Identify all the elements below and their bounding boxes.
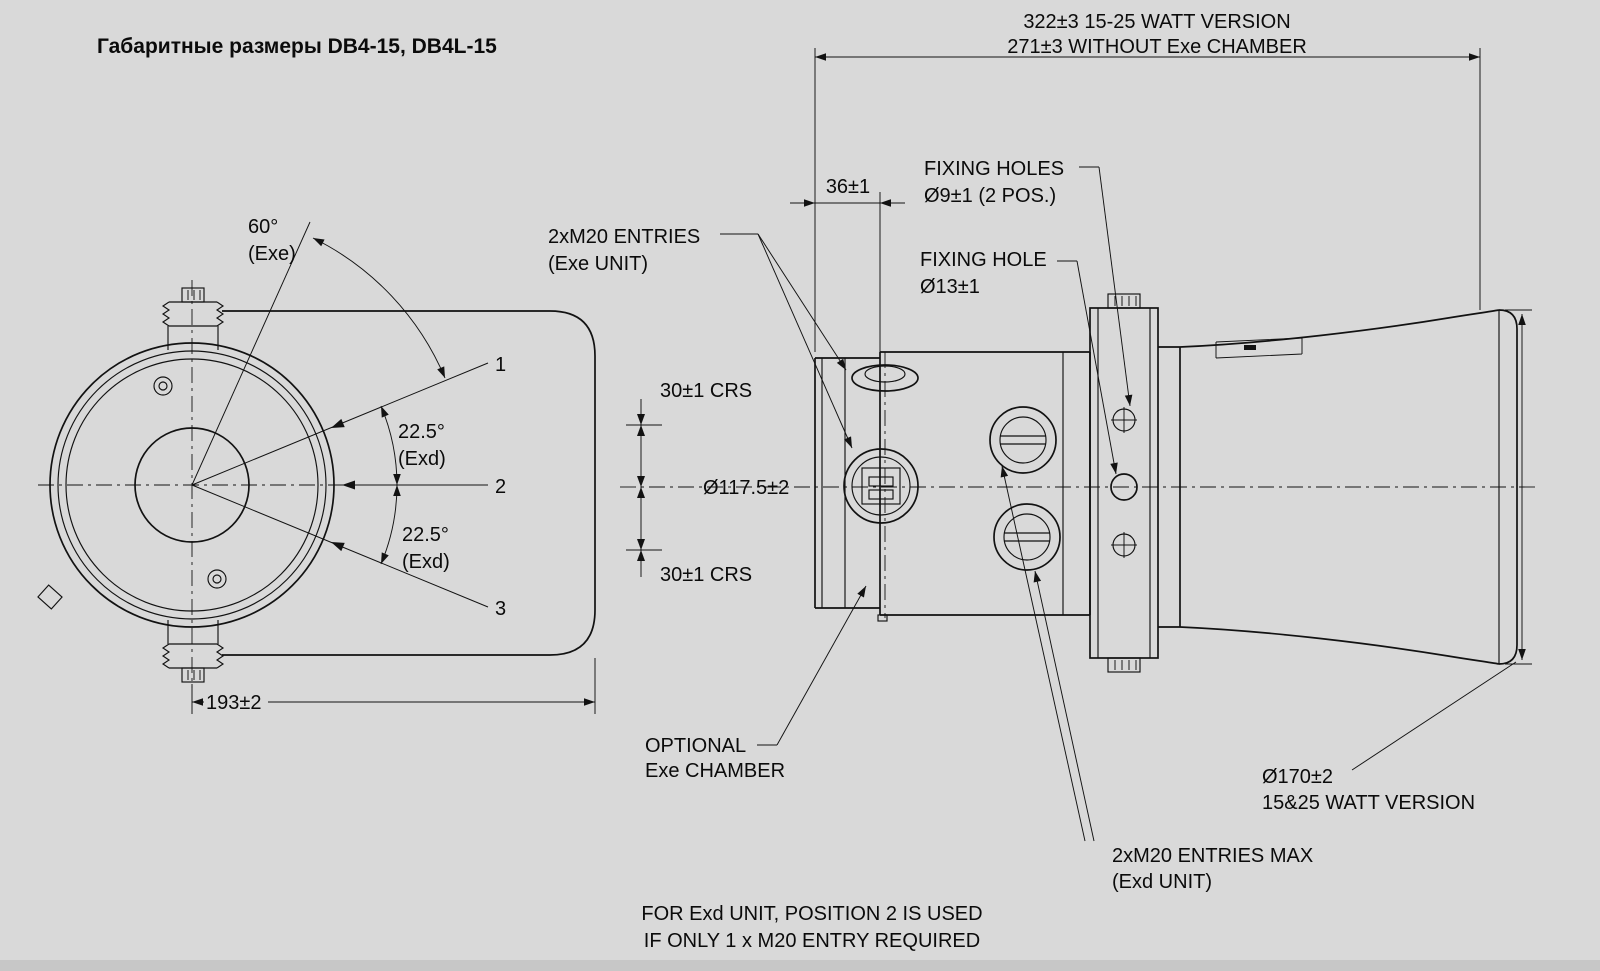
label-optional-2: Exe CHAMBER bbox=[645, 760, 785, 782]
bracket-strap-outline bbox=[222, 310, 596, 656]
label-note-2: IF ONLY 1 x M20 ENTRY REQUIRED bbox=[644, 930, 980, 952]
mounting-clamp-top bbox=[161, 287, 225, 350]
label-fixing-hole-1: FIXING HOLE bbox=[920, 249, 1047, 271]
leader-fixing-holes bbox=[1079, 166, 1133, 407]
chamber-width-dimension bbox=[790, 192, 905, 352]
label-overall-dim-1: 322±3 15-25 WATT VERSION bbox=[1023, 11, 1290, 33]
label-position-2: 2 bbox=[495, 476, 506, 498]
label-fixing-holes-1: FIXING HOLES bbox=[924, 158, 1064, 180]
angle-arcs bbox=[312, 237, 446, 565]
horn-dia-dimension bbox=[1351, 309, 1532, 771]
side-centerlines bbox=[620, 352, 1538, 618]
label-width-dim: 193±2 bbox=[206, 692, 261, 714]
label-horn-dia-2: 15&25 WATT VERSION bbox=[1262, 792, 1475, 814]
label-horn-dia-1: Ø170±2 bbox=[1262, 766, 1333, 788]
side-view: 322±3 15-25 WATT VERSION 271±3 WITHOUT E… bbox=[548, 11, 1538, 952]
width-dimension bbox=[191, 658, 596, 714]
label-position-1: 1 bbox=[495, 354, 506, 376]
leader-exe-entries bbox=[720, 233, 853, 449]
exd-entry-plug-bottom bbox=[993, 503, 1061, 571]
mounting-clamp-bottom bbox=[161, 620, 225, 683]
leader-optional-chamber bbox=[757, 585, 867, 746]
label-exe-entries-2: (Exe UNIT) bbox=[548, 253, 648, 275]
label-body-dia: Ø117.5±2 bbox=[703, 477, 789, 499]
overall-length-dimension bbox=[814, 48, 1481, 352]
label-exd-entries-1: 2xM20 ENTRIES MAX bbox=[1112, 845, 1313, 867]
speaker-front-face bbox=[37, 342, 335, 628]
bottom-edge bbox=[0, 960, 1600, 971]
bracket-plate bbox=[1089, 293, 1159, 673]
label-fixing-holes-2: Ø9±1 (2 POS.) bbox=[924, 185, 1056, 207]
front-entry-exe bbox=[843, 448, 919, 524]
driver-body bbox=[877, 351, 1091, 622]
leader-fixing-hole-13 bbox=[1057, 260, 1118, 475]
leader-exd-entries bbox=[1000, 465, 1095, 842]
front-view: 60° (Exe) 1 22.5° (Exd) 2 22.5° (Exd) 3 … bbox=[37, 216, 596, 714]
label-chamber-dim: 36±1 bbox=[826, 176, 870, 198]
label-angle-60: 60° bbox=[248, 216, 278, 238]
label-angle-top: 22.5° bbox=[398, 421, 445, 443]
label-fixing-hole-2: Ø13±1 bbox=[920, 276, 980, 298]
label-crs-top: 30±1 CRS bbox=[660, 380, 752, 402]
label-position-3: 3 bbox=[495, 598, 506, 620]
label-exd-entries-2: (Exd UNIT) bbox=[1112, 871, 1212, 893]
label-note-1: FOR Exd UNIT, POSITION 2 IS USED bbox=[641, 903, 982, 925]
label-angle-bottom-unit: (Exd) bbox=[402, 551, 450, 573]
page-title: Габаритные размеры DB4-15, DB4L-15 bbox=[97, 35, 497, 58]
body-dia-crs-dimensions bbox=[626, 399, 662, 577]
label-angle-bottom: 22.5° bbox=[402, 524, 449, 546]
top-entry-boss bbox=[851, 364, 919, 392]
label-overall-dim-2: 271±3 WITHOUT Exe CHAMBER bbox=[1007, 36, 1307, 58]
label-angle-60-unit: (Exe) bbox=[248, 243, 296, 265]
label-crs-bottom: 30±1 CRS bbox=[660, 564, 752, 586]
label-exe-entries-1: 2xM20 ENTRIES bbox=[548, 226, 700, 248]
label-optional-1: OPTIONAL bbox=[645, 735, 746, 757]
exe-chamber bbox=[814, 357, 880, 609]
position-lines bbox=[191, 221, 489, 608]
horn-flare bbox=[1158, 309, 1518, 665]
exd-entry-plug-top bbox=[989, 406, 1057, 474]
label-angle-top-unit: (Exd) bbox=[398, 448, 446, 470]
